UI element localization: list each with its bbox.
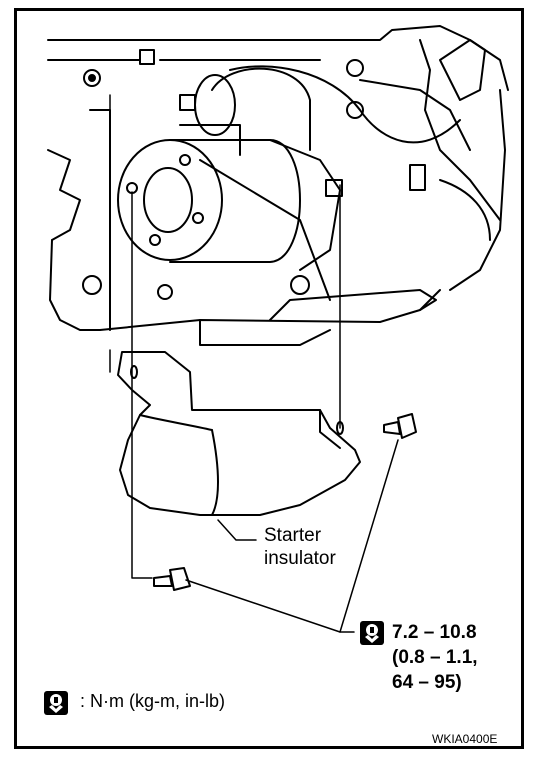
torque-spec-line1: 7.2 – 10.8 (392, 622, 477, 643)
engine-bolts (82, 49, 426, 300)
torque-spec-line3: 64 – 95) (392, 672, 462, 693)
torque-spec-line2: (0.8 – 1.1, (392, 647, 478, 668)
starter-insulator-label: Starter insulator (264, 524, 336, 570)
insulator-bolts (153, 413, 417, 591)
tightening-torque-icon (360, 621, 384, 645)
leader-lines (185, 439, 399, 633)
starter-insulator-label-line2: insulator (264, 548, 336, 569)
starter-insulator-part (117, 351, 361, 516)
figure-frame (14, 8, 524, 749)
figure-code: WKIA0400E (432, 732, 498, 746)
starter-insulator-label-line1: Starter (264, 525, 322, 546)
torque-units-legend: : N·m (kg-m, in-lb) (80, 691, 225, 711)
tightening-torque-icon (44, 691, 68, 715)
alignment-lines (109, 94, 341, 579)
torque-spec: 7.2 – 10.8 (0.8 – 1.1, 64 – 95) (392, 620, 478, 695)
starter-motor (117, 39, 486, 301)
engine-block (47, 25, 509, 346)
